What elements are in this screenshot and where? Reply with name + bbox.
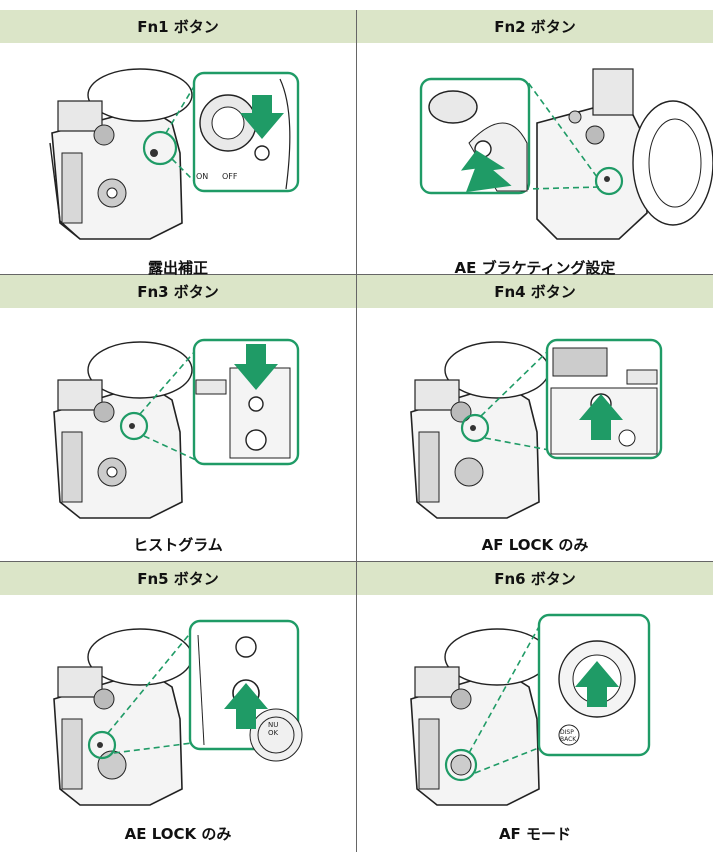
callout-label: OK bbox=[268, 729, 279, 737]
camera-illustration-fn2 bbox=[357, 43, 713, 247]
camera-illustration-fn1: ON OFF bbox=[0, 43, 356, 247]
cell-caption: ヒストグラム bbox=[0, 527, 356, 561]
camera-illustration-fn6: DISP BACK bbox=[357, 595, 713, 817]
cell-header: Fn6 ボタン bbox=[357, 562, 713, 595]
cell-fn1: Fn1 ボタン bbox=[0, 10, 356, 274]
cell-caption: AE LOCK のみ bbox=[0, 816, 356, 850]
cell-header: Fn2 ボタン bbox=[357, 10, 713, 43]
cell-header: Fn1 ボタン bbox=[0, 10, 356, 43]
callout-label: ON bbox=[196, 172, 208, 181]
camera-illustration-fn4 bbox=[357, 308, 713, 524]
cell-header: Fn3 ボタン bbox=[0, 275, 356, 308]
callout-label: BACK bbox=[560, 736, 577, 743]
camera-illustration-fn5: NU OK bbox=[0, 595, 356, 817]
cell-header: Fn4 ボタン bbox=[357, 275, 713, 308]
callout-label: DISP bbox=[560, 729, 574, 736]
callout-label: OFF bbox=[222, 172, 238, 181]
callout-label: NU bbox=[268, 721, 278, 729]
cell-fn2: Fn2 ボタン AE bbox=[357, 10, 713, 274]
cell-fn4: Fn4 ボタン AF LOCK のみ bbox=[357, 275, 713, 561]
camera-illustration-fn3 bbox=[0, 308, 356, 524]
cell-fn5: Fn5 ボタン NU OK bbox=[0, 562, 356, 852]
cell-header: Fn5 ボタン bbox=[0, 562, 356, 595]
cell-fn3: Fn3 ボタン ヒストグラム bbox=[0, 275, 356, 561]
cell-fn6: Fn6 ボタン DISP BACK AF モード bbox=[357, 562, 713, 852]
cell-caption: AF LOCK のみ bbox=[357, 527, 713, 561]
cell-caption: AF モード bbox=[357, 816, 713, 850]
